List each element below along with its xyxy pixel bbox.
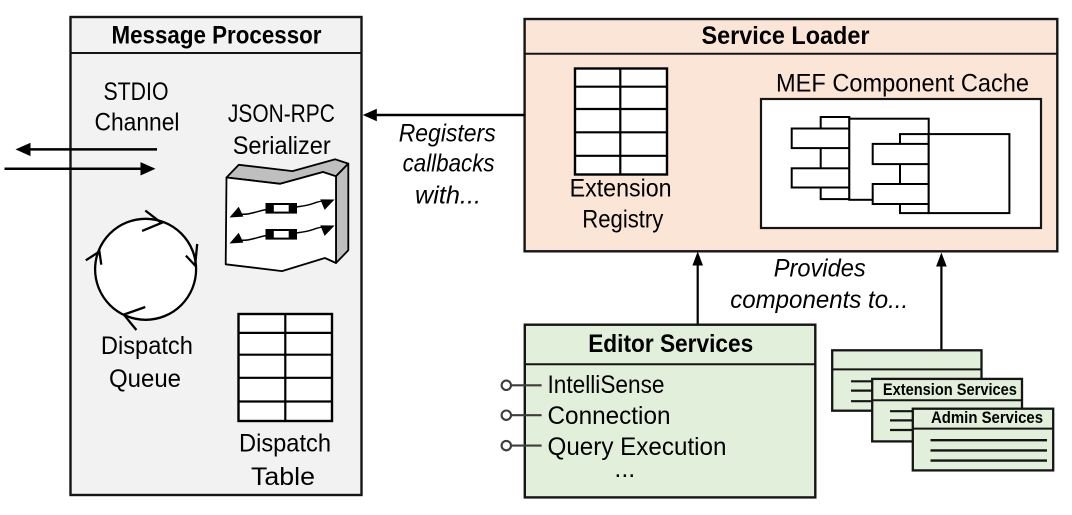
svg-text:Admin Services: Admin Services bbox=[931, 408, 1043, 427]
svg-text:with...: with... bbox=[415, 182, 481, 210]
svg-text:IntelliSense: IntelliSense bbox=[548, 371, 665, 399]
svg-text:MEF Component Cache: MEF Component Cache bbox=[776, 69, 1029, 97]
svg-text:Extension: Extension bbox=[570, 174, 672, 202]
svg-text:JSON-RPC: JSON-RPC bbox=[228, 100, 335, 128]
svg-text:Query Execution: Query Execution bbox=[548, 433, 727, 461]
svg-text:Provides: Provides bbox=[774, 254, 866, 282]
svg-text:...: ... bbox=[614, 455, 635, 483]
svg-text:Serializer: Serializer bbox=[233, 132, 331, 160]
svg-text:Channel: Channel bbox=[95, 108, 180, 136]
svg-text:Extension Services: Extension Services bbox=[883, 380, 1017, 399]
svg-text:Service Loader: Service Loader bbox=[702, 22, 870, 50]
svg-text:Queue: Queue bbox=[109, 365, 181, 393]
svg-text:Editor Services: Editor Services bbox=[588, 330, 753, 358]
svg-text:callbacks: callbacks bbox=[403, 150, 495, 178]
svg-text:Registry: Registry bbox=[582, 205, 663, 233]
svg-text:Message Processor: Message Processor bbox=[112, 22, 322, 50]
svg-text:STDIO: STDIO bbox=[104, 78, 169, 106]
svg-text:Dispatch: Dispatch bbox=[239, 430, 331, 458]
svg-text:Dispatch: Dispatch bbox=[101, 332, 193, 360]
svg-text:components to...: components to... bbox=[730, 286, 908, 314]
svg-text:Connection: Connection bbox=[548, 402, 671, 430]
svg-text:Table: Table bbox=[251, 463, 315, 491]
svg-text:Registers: Registers bbox=[399, 120, 496, 148]
